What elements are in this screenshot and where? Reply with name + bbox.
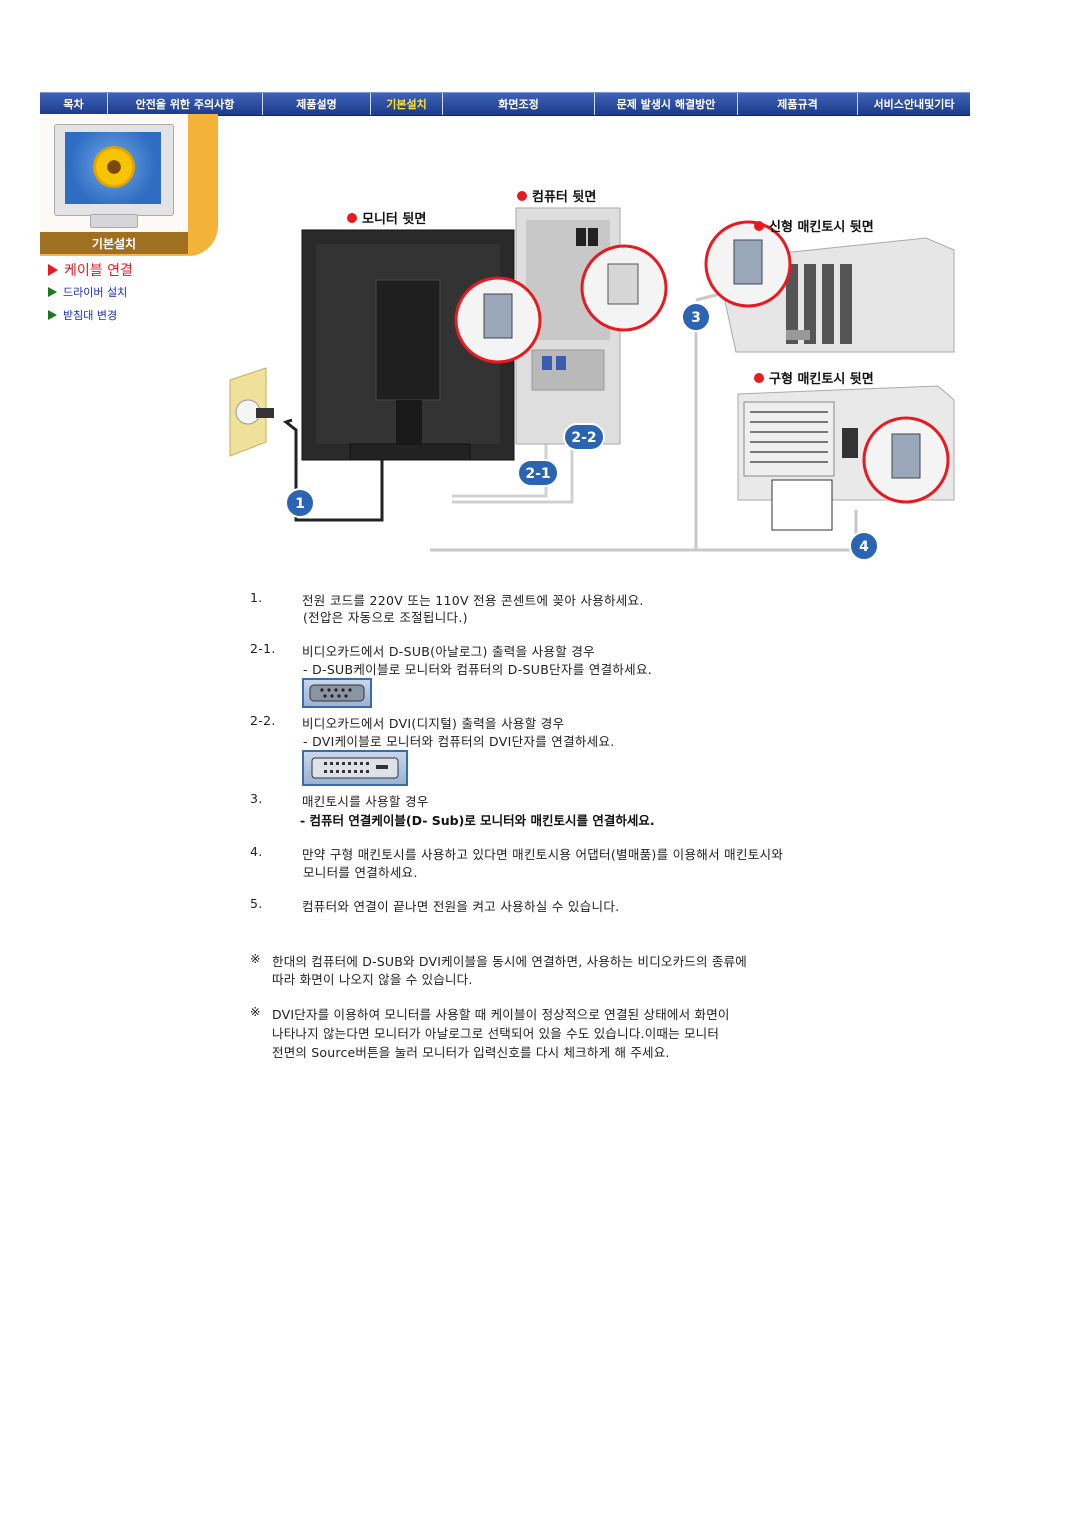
step-3-sub: - 컴퓨터 연결케이블(D- Sub)로 모니터와 매킨토시를 연결하세요. (300, 813, 655, 828)
nav-item-specifications[interactable]: 제품규격 (738, 93, 858, 115)
step-text: 매킨토시를 사용할 경우 (302, 794, 429, 809)
side-link-label: 드라이버 설치 (63, 286, 128, 299)
step-badges: 1 2-1 2-2 3 4 (285, 302, 879, 561)
nav-item-contents[interactable]: 목차 (40, 93, 108, 115)
step-number: 4. (250, 844, 263, 859)
label-old-mac-back: 구형 매킨토시 뒷면 (769, 371, 874, 387)
step-4-sub: 모니터를 연결하세요. (303, 865, 418, 880)
monitor-screen (65, 132, 161, 204)
triangle-right-icon (48, 287, 57, 297)
badge-2-1: 2-1 (525, 466, 550, 482)
note-1-line-2: 따라 화면이 나오지 않을 수 있습니다. (272, 972, 473, 987)
top-navigation-bar: 목차 안전을 위한 주의사항 제품설명 기본설치 화면조정 문제 발생시 해결방… (40, 92, 970, 116)
step-2-1-sub: - D-SUB케이블로 모니터와 컴퓨터의 D-SUB단자를 연결하세요. (303, 662, 653, 677)
nav-item-product-description[interactable]: 제품설명 (263, 93, 371, 115)
step-2-2-sub: - DVI케이블로 모니터와 컴퓨터의 DVI단자를 연결하세요. (303, 734, 615, 749)
connection-diagram: 컴퓨터 뒷면 모니터 뒷면 신형 매킨토시 뒷면 구형 매킨토시 뒷면 1 2-… (229, 189, 955, 561)
step-number: 3. (250, 791, 263, 806)
label-monitor-back: 모니터 뒷면 (362, 211, 426, 227)
badge-3: 3 (691, 310, 701, 326)
step-text: 전원 코드를 220V 또는 110V 전용 콘센트에 꽂아 사용하세요. (302, 593, 644, 608)
power-cable (282, 410, 384, 522)
side-panel-inner: 기본설치 (40, 114, 188, 256)
step-1-sub: (전압은 자동으로 조절됩니다.) (303, 610, 468, 625)
nav-item-troubleshooting[interactable]: 문제 발생시 해결방안 (595, 93, 738, 115)
step-text: 만약 구형 매킨토시를 사용하고 있다면 매킨토시용 어댑터(별매품)를 이용해… (302, 847, 784, 862)
dsub-connector-image (302, 678, 372, 708)
step-text: 컴퓨터와 연결이 끝나면 전원을 켜고 사용하실 수 있습니다. (302, 899, 620, 914)
step-text: 비디오카드에서 D-SUB(아날로그) 출력을 사용할 경우 (302, 644, 595, 659)
diagram-labels: 컴퓨터 뒷면 모니터 뒷면 신형 매킨토시 뒷면 구형 매킨토시 뒷면 (347, 189, 874, 387)
reference-mark-icon: ※ (250, 1004, 261, 1019)
side-link-label: 케이블 연결 (64, 263, 133, 279)
wall-outlet (229, 367, 274, 457)
connector-magnifiers (454, 220, 950, 504)
badge-2-2: 2-2 (571, 430, 596, 446)
badge-4: 4 (859, 539, 869, 555)
reference-mark-icon: ※ (250, 951, 261, 966)
side-panel: 기본설치 (40, 114, 218, 256)
badge-1: 1 (295, 496, 305, 512)
note-2-line-2: 나타나지 않는다면 모니터가 아날로그로 선택되어 있을 수도 있습니다.이때는… (272, 1026, 720, 1041)
note-2-line-3: 전면의 Source버튼을 눌러 모니터가 입력신호를 다시 체크하게 해 주세… (272, 1045, 670, 1060)
note-text: DVI단자를 이용하여 모니터를 사용할 때 케이블이 정상적으로 연결된 상태… (272, 1007, 730, 1022)
step-number: 2-1. (250, 641, 276, 656)
dvi-connector-image (302, 750, 408, 786)
side-link-stand-change[interactable]: 받침대 변경 (48, 307, 117, 323)
nav-item-service-info[interactable]: 서비스안내및기타 (873, 98, 955, 111)
nav-item-basic-setup[interactable]: 기본설치 (371, 93, 443, 115)
step-number: 2-2. (250, 713, 276, 728)
section-label: 기본설치 (40, 232, 188, 254)
label-computer-back: 컴퓨터 뒷면 (532, 189, 596, 205)
side-link-driver-install[interactable]: 드라이버 설치 (48, 284, 127, 300)
triangle-right-icon (48, 310, 57, 320)
step-number: 5. (250, 896, 263, 911)
flower-icon (93, 146, 135, 188)
nav-item-screen-adjustment[interactable]: 화면조정 (443, 93, 595, 115)
side-link-cable-connection[interactable]: 케이블 연결 (48, 260, 133, 280)
nav-item-safety[interactable]: 안전을 위한 주의사항 (108, 93, 263, 115)
step-text: 비디오카드에서 DVI(디지털) 출력을 사용할 경우 (302, 716, 565, 731)
triangle-right-icon (48, 264, 58, 276)
step-number: 1. (250, 590, 263, 605)
monitor-frame (54, 124, 174, 216)
monitor-thumbnail (40, 114, 188, 232)
side-link-label: 받침대 변경 (63, 309, 118, 322)
monitor-stand (90, 214, 138, 228)
label-new-mac-back: 신형 매킨토시 뒷면 (769, 219, 874, 235)
note-text: 한대의 컴퓨터에 D-SUB와 DVI케이블을 동시에 연결하면, 사용하는 비… (272, 954, 747, 969)
